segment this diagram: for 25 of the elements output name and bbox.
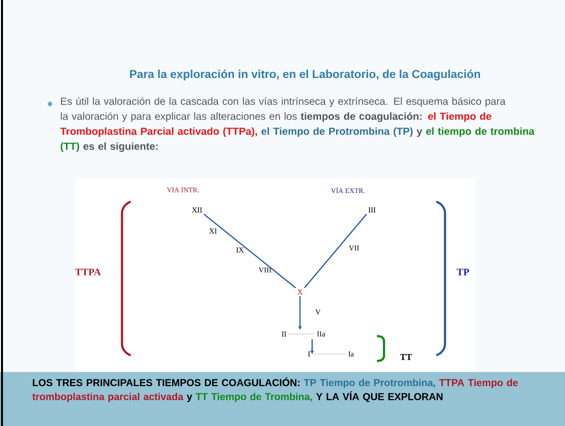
test-label: TP [456,268,470,276]
label: Y LA VÍA QUE EXPLORAN [316,391,443,402]
label: y [186,394,192,402]
test-label: TTPA [75,268,101,276]
label: es el siguiente: [83,142,158,152]
label: la valoración y para explicar las alteraciones en los [60,112,297,122]
label: el tiempo de trombina [426,127,535,137]
label: el Tiempo de Protrombina (TP) [262,127,413,137]
label: tiempos de coagulación: [300,112,422,122]
label: Tromboplastina Parcial activado (TTPa), [60,127,257,137]
label: TP Tiempo de Protrombina, [304,378,436,388]
connector [204,214,296,288]
heading: Para la exploración in vitro, en el Laboratorio, de la Coagulación [130,70,480,80]
label: TT Tiempo de Trombina, [196,392,312,402]
label: Es útil la valoración de la cascada con las vías intrínseca y extrínseca. El esquema básico para [61,97,506,107]
label: y [416,129,422,137]
label: TTPA Tiempo de [439,378,518,388]
summary-text: LOS TRES PRINCIPALES TIEMPOS DE COAGULACIÓN: TP Tiempo de Protrombina, TTPA Tiempo de tromboplastina parcial activada y TT Tiempo de Trombina, Y LA VÍA QUE EXPLORAN [32,377,518,402]
label: tromboplastina parcial activada [32,392,184,402]
label: el Tiempo de [428,112,492,122]
label: LOS TRES PRINCIPALES TIEMPOS DE COAGULACIÓN: [32,377,300,386]
bullet-text: Es útil la valoración de la cascada con las vías intrínseca y extrínseca. El esquema básico para la valoración y para explicar las alteraciones en los tiempos de coagulación: el Tiempo de Tromboplastina Parcial activado (TTPa), el Tiempo de Protrombina (TP) y el tiempo de trombina (TT) es el siguiente: [60,97,535,152]
connector [304,214,368,288]
test-label: TT [400,354,412,360]
label: (TT) [60,142,80,152]
